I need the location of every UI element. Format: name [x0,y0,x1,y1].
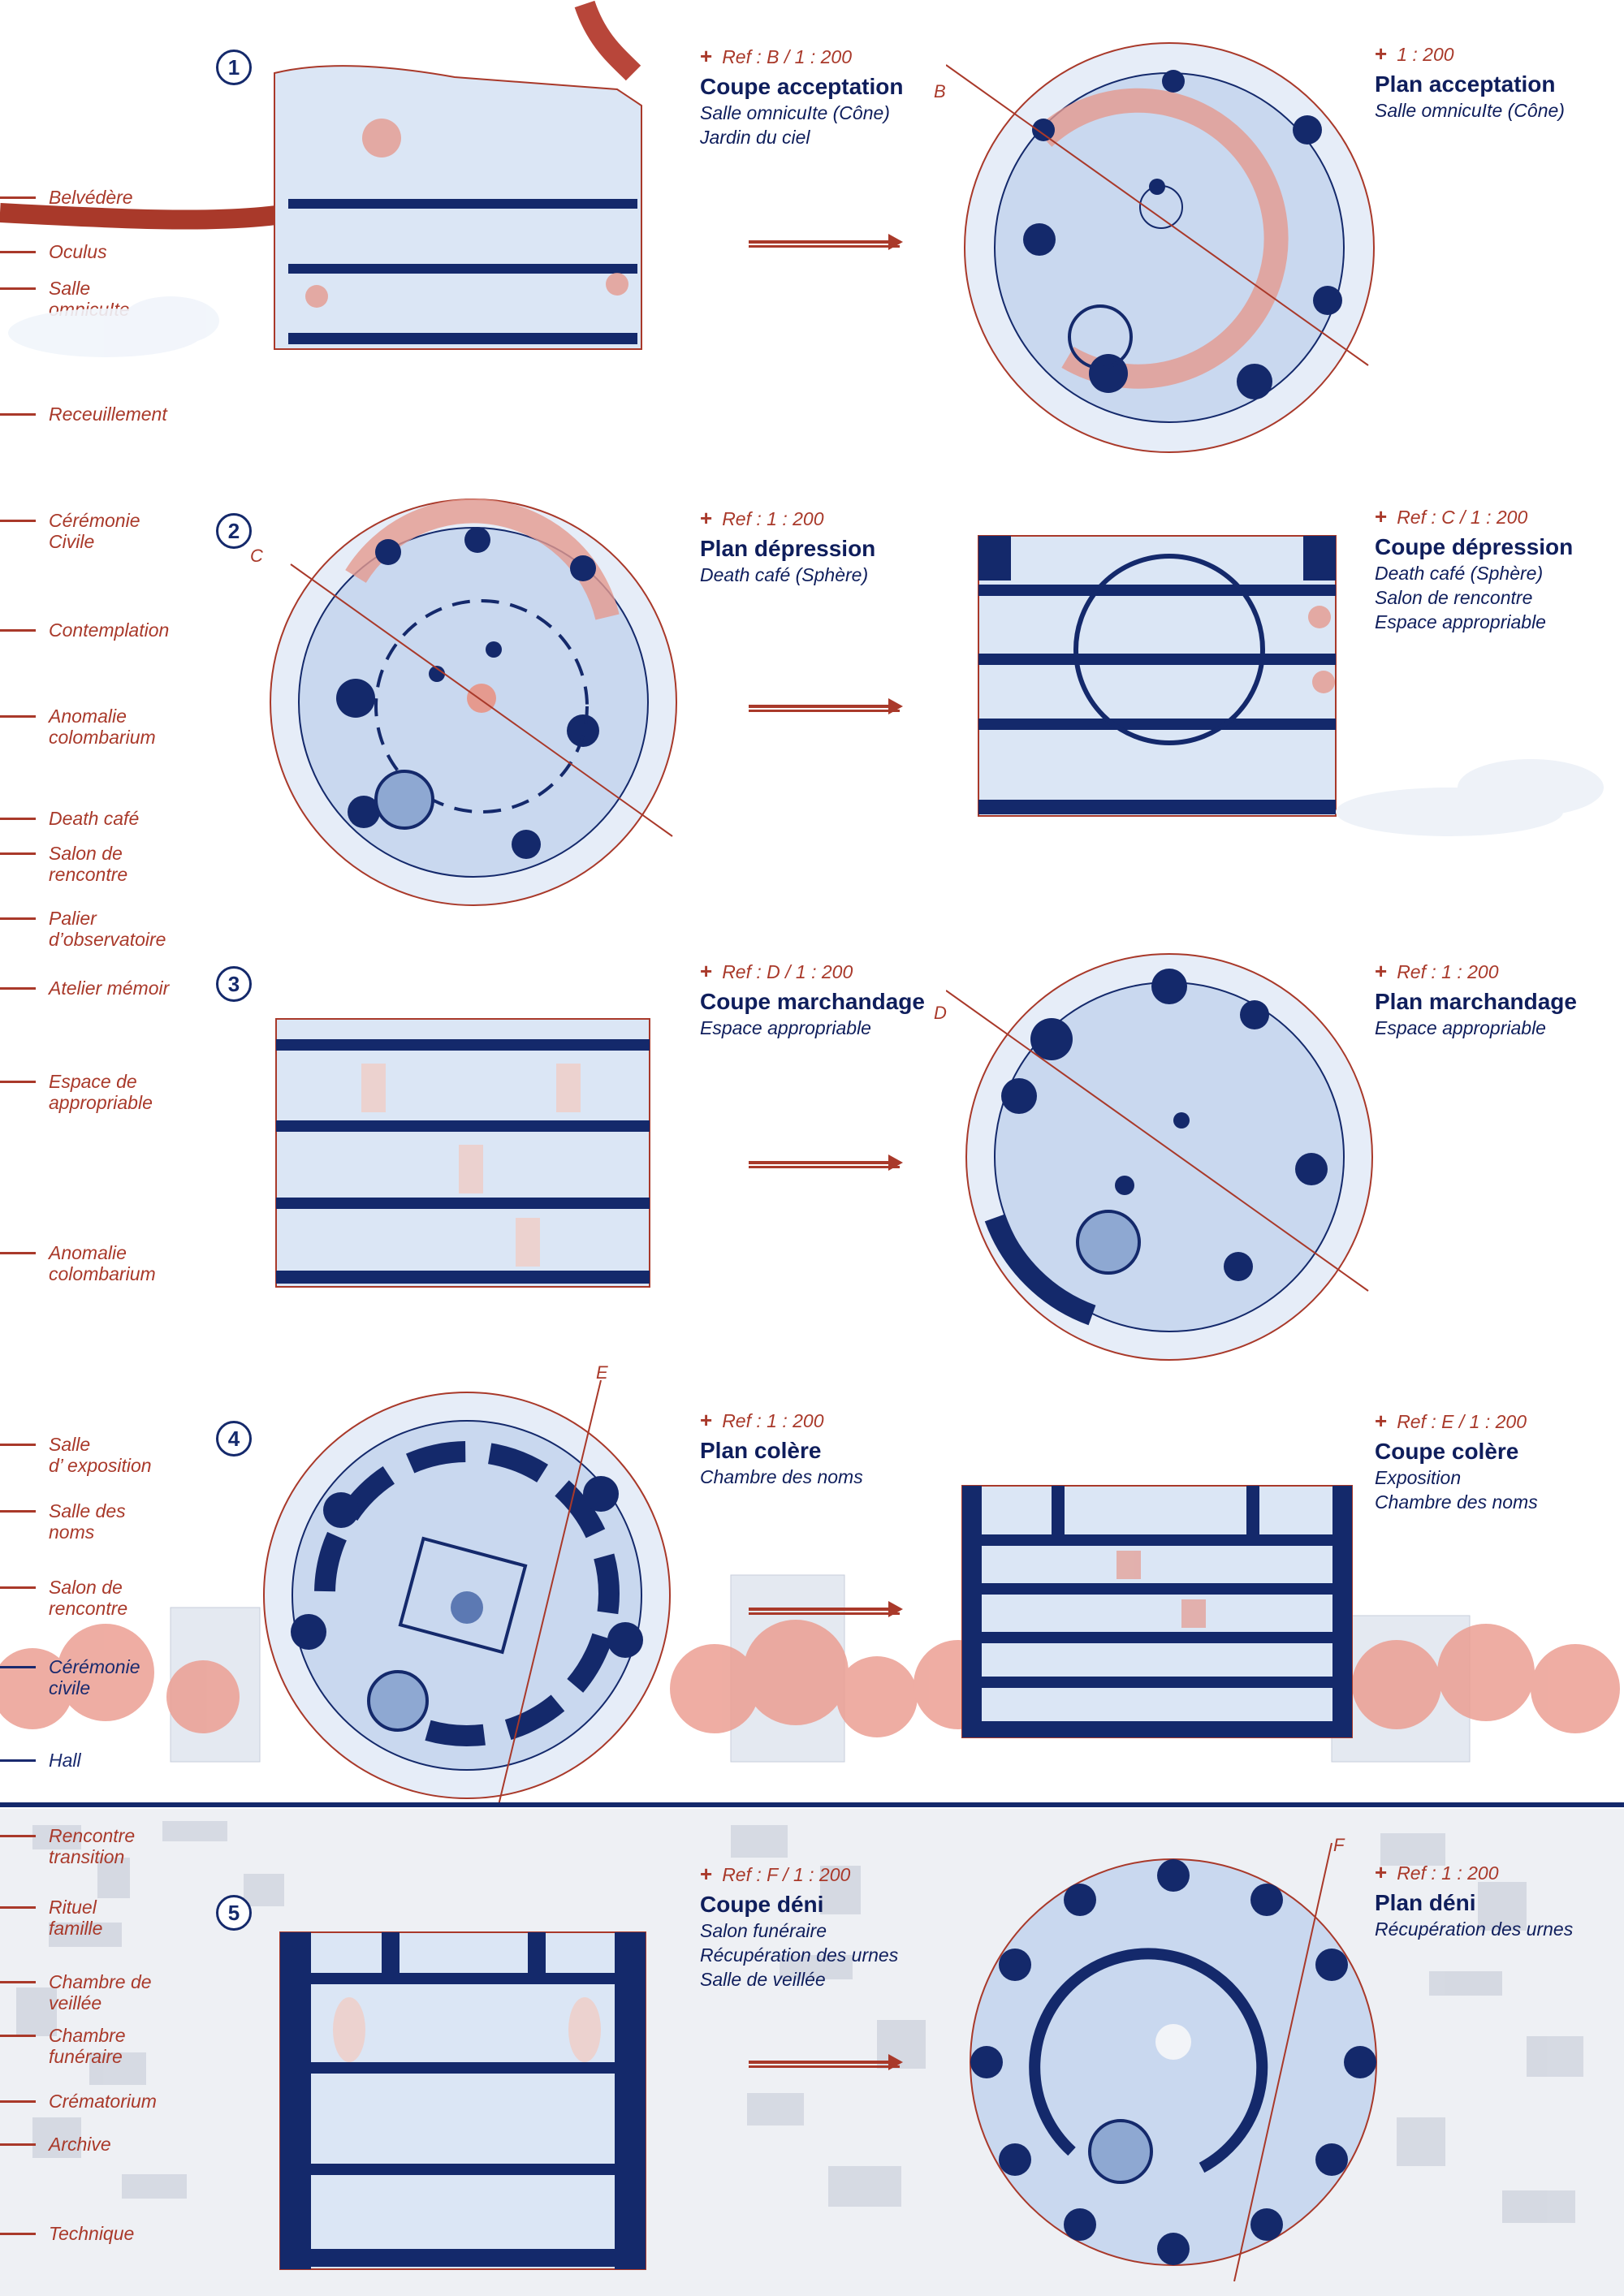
coupe-marchandage-drawing [275,1018,650,1288]
caption-subtitle: Récupération des urnes [1375,1918,1574,1940]
caption-coupe-deni: +Ref : F / 1 : 200 Coupe déni Salon funé… [700,1862,927,1992]
coupe-depression-drawing [978,535,1604,836]
caption-plan-deni: +Ref : 1 : 200 Plan déni Récupération de… [1375,1861,1602,1941]
caption-subtitle: Death café (Sphère) [700,564,869,585]
caption-subtitle: Exposition [1375,1467,1462,1488]
caption-subtitle: Salon funéraire [700,1920,827,1941]
street-trees-illustration [0,1574,1624,1807]
plan-deni-drawing [970,1843,1377,2281]
section-number-5: 5 [216,1895,252,1931]
city-map-pattern [16,1821,1583,2223]
caption-title: Plan marchandage [1375,989,1577,1014]
caption-title: Coupe marchandage [700,989,925,1014]
caption-ref: +Ref : E / 1 : 200 [1375,1409,1527,1433]
caption-subtitle: Salle de veillée [700,1969,826,1990]
caption-plan-marchandage: +Ref : 1 : 200 Plan marchandage Espace a… [1375,960,1602,1040]
caption-title: Plan déni [1375,1890,1476,1915]
caption-subtitle: Chambre des noms [700,1466,863,1487]
arrow-4 [749,1601,903,1617]
caption-ref: +1 : 200 [1375,41,1454,66]
caption-ref: +Ref : 1 : 200 [700,506,824,530]
caption-subtitle: Chambre des noms [1375,1491,1538,1513]
caption-subtitle: Death café (Sphère) [1375,563,1544,584]
caption-subtitle: Salon de rencontre [1375,587,1533,608]
caption-title: Coupe dépression [1375,534,1574,559]
coupe-colere-drawing [961,1485,1353,1738]
caption-title: Plan dépression [700,536,876,561]
caption-title: Plan colère [700,1438,822,1463]
cut-marker-e: E [596,1362,608,1383]
caption-title: Coupe déni [700,1892,824,1917]
street-elevation [0,1543,1624,1810]
plan-depression-drawing [270,498,677,906]
arrow-5 [749,2054,903,2070]
caption-ref: +Ref : 1 : 200 [700,1408,824,1432]
caption-plan-colere: +Ref : 1 : 200 Plan colère Chambre des n… [700,1409,927,1489]
caption-title: Coupe acceptation [700,74,904,99]
caption-ref: +Ref : C / 1 : 200 [1375,504,1528,529]
cut-marker-b: B [934,81,946,101]
cut-marker-c: C [250,546,263,566]
plan-acceptation-drawing [946,42,1375,453]
caption-ref: +Ref : B / 1 : 200 [700,44,852,68]
caption-subtitle: Espace appropriable [1375,611,1546,632]
section-number-4: 4 [216,1421,252,1457]
caption-subtitle: Salle omnicuIte (Cône) [1375,100,1565,121]
caption-ref: +Ref : D / 1 : 200 [700,959,853,983]
cut-marker-d: D [934,1003,947,1023]
caption-subtitle: Espace appropriable [700,1017,871,1038]
caption-plan-depression: +Ref : 1 : 200 Plan dépression Death caf… [700,507,927,587]
cut-marker-f: F [1333,1835,1345,1855]
caption-ref: +Ref : 1 : 200 [1375,1860,1499,1884]
caption-subtitle: Jardin du ciel [700,127,810,148]
coupe-deni-drawing [279,1931,646,2270]
arrow-1 [749,234,903,250]
caption-ref: +Ref : 1 : 200 [1375,959,1499,983]
caption-coupe-acceptation: +Ref : B / 1 : 200 Coupe acceptation Sal… [700,45,927,149]
caption-title: Plan acceptation [1375,71,1556,97]
caption-subtitle: Récupération des urnes [700,1944,899,1966]
section-number-3: 3 [216,966,252,1002]
section-number-1: 1 [216,50,252,85]
section-number-2: 2 [216,513,252,549]
coupe-acceptation-drawing [0,0,642,357]
caption-title: Coupe colère [1375,1439,1519,1464]
caption-subtitle: Salle omnicuIte (Cône) [700,102,890,123]
caption-ref: +Ref : F / 1 : 200 [700,1862,851,1886]
caption-coupe-marchandage: +Ref : D / 1 : 200 Coupe marchandage Esp… [700,960,927,1040]
caption-coupe-colere: +Ref : E / 1 : 200 Coupe colère Expositi… [1375,1409,1602,1514]
caption-plan-acceptation: +1 : 200 Plan acceptation Salle omnicuIt… [1375,42,1602,123]
arrow-3 [749,1154,903,1171]
plan-marchandage-drawing [946,953,1373,1361]
plan-colere-drawing [263,1380,671,1802]
caption-subtitle: Espace appropriable [1375,1017,1546,1038]
caption-coupe-depression: +Ref : C / 1 : 200 Coupe dépression Deat… [1375,505,1602,634]
arrow-2 [749,698,903,714]
